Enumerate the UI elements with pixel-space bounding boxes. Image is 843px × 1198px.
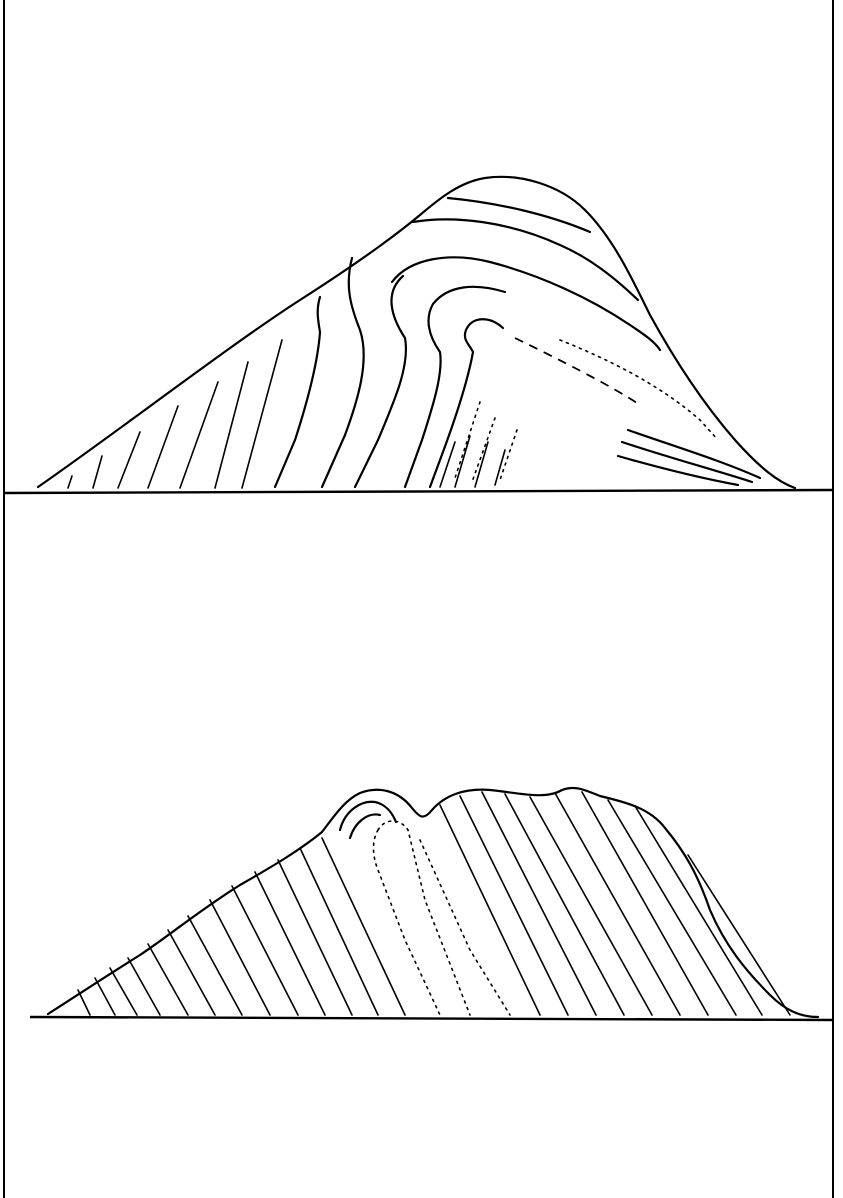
lower-hatch-7 — [188, 916, 242, 1015]
upper-stratum-fold-6 — [433, 287, 505, 304]
lower-hatch-2 — [95, 978, 115, 1015]
lower-cross-section — [30, 788, 833, 1020]
lower-hatch-20 — [582, 792, 708, 1015]
upper-stratum-fold-3 — [322, 258, 364, 487]
lower-hatch-3 — [110, 968, 137, 1015]
upper-mountain-outline — [38, 177, 795, 488]
lower-dotted-fold-2 — [374, 830, 441, 1015]
upper-hatch-4 — [148, 406, 178, 488]
upper-stratum-fold-4 — [355, 276, 406, 487]
upper-hatch-6 — [215, 362, 248, 488]
lower-hatch-15 — [460, 796, 568, 1015]
lower-fold-arc-2 — [350, 814, 380, 838]
lower-ground-line — [30, 1017, 833, 1020]
lower-hatch-6 — [168, 930, 215, 1015]
upper-hatch-9 — [455, 436, 470, 487]
upper-dotted-core-3 — [500, 430, 517, 480]
upper-dashed-stratum — [515, 338, 640, 405]
lower-hatch-1 — [78, 990, 90, 1015]
lower-hatch-19 — [555, 793, 680, 1015]
upper-hatch-3 — [118, 432, 140, 488]
lower-hatch-22 — [635, 806, 762, 1015]
lower-dotted-fold-3 — [420, 840, 510, 1015]
upper-hatch-1 — [68, 476, 72, 488]
lower-hatch-21 — [608, 800, 736, 1015]
upper-stratum-fold-1 — [448, 198, 590, 232]
upper-dotted-core-1 — [455, 402, 480, 478]
upper-hatch-2 — [93, 456, 102, 488]
lower-hatch-8 — [210, 900, 270, 1015]
upper-dotted-core-2 — [472, 418, 495, 482]
upper-stratum-fold-7 — [405, 304, 441, 487]
upper-hatch-10 — [475, 442, 488, 487]
lower-hatch-10 — [255, 872, 325, 1015]
lower-mountain-outline — [48, 788, 818, 1017]
upper-right-stratum-1 — [628, 430, 760, 478]
upper-stratum-fold-10 — [275, 297, 320, 487]
lower-hatch-23 — [688, 855, 790, 1015]
upper-hatch-11 — [495, 450, 505, 485]
lower-hatch-9 — [232, 886, 298, 1015]
lower-hatch-17 — [505, 794, 624, 1015]
upper-hatch-8 — [440, 442, 455, 487]
lower-hatch-18 — [530, 797, 652, 1015]
upper-ground-line — [4, 490, 833, 493]
lower-hatch-13 — [322, 838, 405, 1015]
upper-hatch-5 — [180, 382, 218, 488]
upper-stratum-fold-9 — [430, 330, 473, 487]
upper-stratum-fold-8 — [466, 319, 503, 330]
lower-hatch-11 — [278, 860, 352, 1015]
upper-cross-section — [4, 177, 833, 493]
lower-hatch-14 — [440, 805, 540, 1015]
lower-hatch-16 — [482, 792, 596, 1015]
upper-dotted-stratum — [560, 340, 718, 440]
